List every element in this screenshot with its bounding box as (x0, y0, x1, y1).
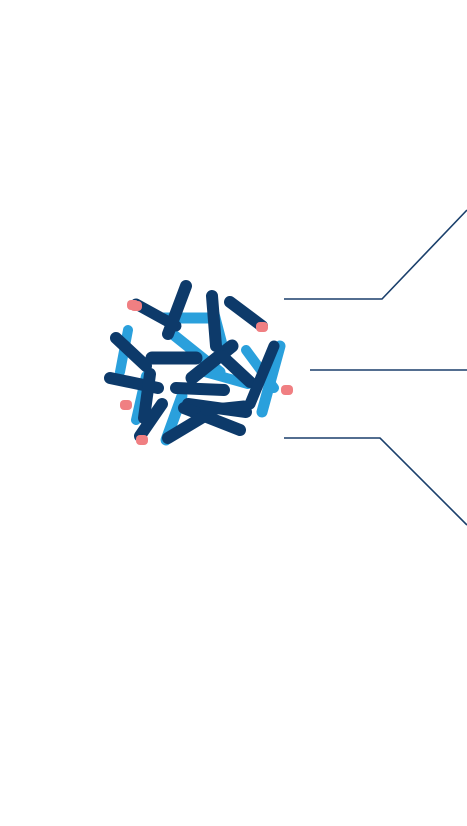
head-shape (154, 6, 268, 140)
bacterium-rod-dark (144, 374, 150, 418)
bacterium-rod-dark (212, 296, 216, 346)
bacterium-rod-dark (206, 406, 244, 410)
bacterium-tip (281, 385, 293, 395)
bacterium-rod-dark (176, 388, 224, 390)
bacterium-tip (136, 435, 148, 445)
bacterium-tip (120, 400, 132, 410)
bacterium-tip (256, 322, 268, 332)
bacterium-tip (130, 301, 142, 311)
